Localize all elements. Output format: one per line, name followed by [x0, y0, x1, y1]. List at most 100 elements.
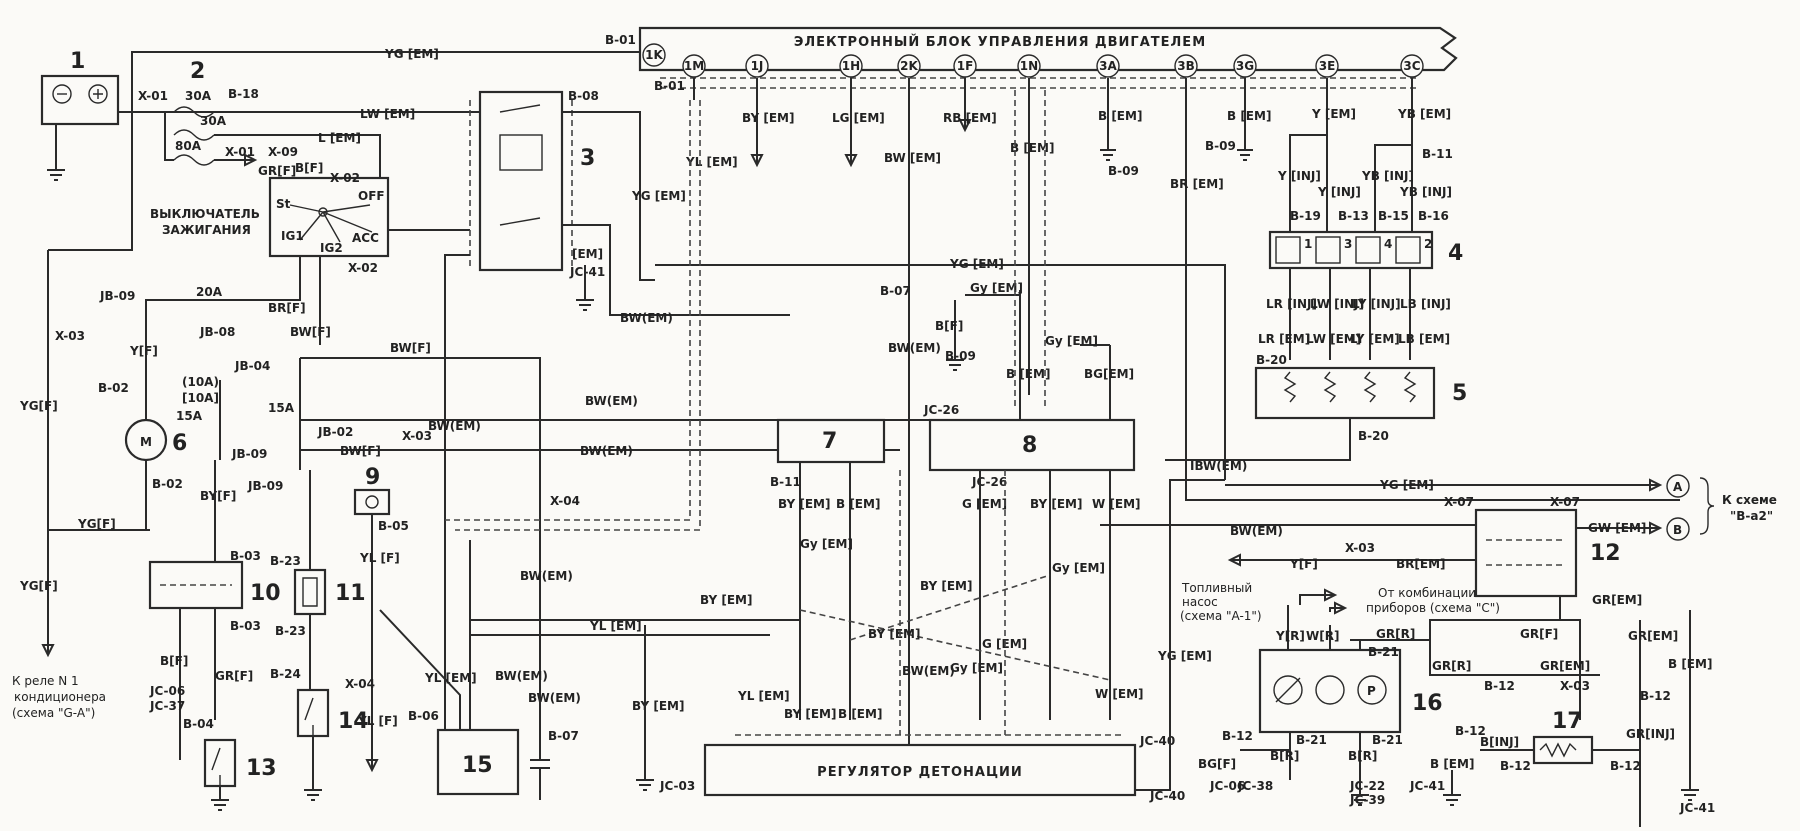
svg-text:[10A]: [10A] [182, 391, 219, 405]
svg-text:X-07: X-07 [1550, 495, 1580, 509]
svg-text:1N: 1N [1020, 59, 1038, 73]
component-7 [776, 418, 886, 464]
svg-text:Gy [EM]: Gy [EM] [970, 281, 1023, 295]
svg-text:3B: 3B [1177, 59, 1195, 73]
svg-text:BW(EM): BW(EM) [888, 341, 941, 355]
svg-text:B-12: B-12 [1500, 759, 1531, 773]
svg-text:W [EM]: W [EM] [1095, 687, 1144, 701]
svg-text:BY [EM]: BY [EM] [1030, 497, 1082, 511]
svg-text:X-07: X-07 [1444, 495, 1474, 509]
svg-text:B-06: B-06 [408, 709, 439, 723]
svg-text:BW[F]: BW[F] [290, 325, 331, 339]
svg-text:BW(EM): BW(EM) [580, 444, 633, 458]
svg-text:B[F]: B[F] [295, 161, 323, 175]
cluster-note: От комбинации [1378, 586, 1476, 600]
svg-text:JC-40: JC-40 [1139, 734, 1175, 748]
ecu-pin-1H: 1H [839, 54, 863, 78]
svg-text:BY [EM]: BY [EM] [700, 593, 752, 607]
svg-text:GR[EM]: GR[EM] [1540, 659, 1590, 673]
ecu-pin-3E: 3E [1315, 54, 1339, 78]
svg-text:W [EM]: W [EM] [1092, 497, 1141, 511]
svg-text:Gy [EM]: Gy [EM] [950, 661, 1003, 675]
svg-text:BW[F]: BW[F] [340, 444, 381, 458]
svg-text:Y[F]: Y[F] [1289, 557, 1318, 571]
svg-text:Gy [EM]: Gy [EM] [1052, 561, 1105, 575]
svg-text:X-03: X-03 [1560, 679, 1590, 693]
svg-text:B-03: B-03 [230, 549, 261, 563]
ecu-pin-3C: 3C [1400, 54, 1424, 78]
svg-text:X-04: X-04 [345, 677, 375, 691]
svg-text:GW [EM]: GW [EM] [1588, 521, 1646, 535]
svg-text:B-12: B-12 [1610, 759, 1641, 773]
ecu-pin-3G: 3G [1233, 54, 1257, 78]
component-11-label: 11 [335, 581, 366, 606]
component-16 [1258, 648, 1402, 734]
svg-text:1K: 1K [645, 48, 663, 62]
svg-text:B-16: B-16 [1418, 209, 1449, 223]
svg-text:Y[R]: Y[R] [1275, 629, 1305, 643]
svg-text:YB [INJ]: YB [INJ] [1361, 169, 1414, 183]
svg-text:GR[EM]: GR[EM] [1628, 629, 1678, 643]
ref-scheme-label: К схеме [1722, 493, 1777, 507]
injector-3: 3 [1315, 236, 1352, 264]
svg-text:B [EM]: B [EM] [1010, 141, 1054, 155]
svg-text:BW(EM): BW(EM) [902, 664, 955, 678]
svg-text:YG[F]: YG[F] [19, 399, 58, 413]
svg-text:B [EM]: B [EM] [836, 497, 880, 511]
svg-text:B[R]: B[R] [1348, 749, 1377, 763]
svg-text:GR[EM]: GR[EM] [1592, 593, 1642, 607]
svg-text:JC-26: JC-26 [971, 475, 1007, 489]
svg-text:1F: 1F [957, 59, 974, 73]
ecu-pin-1J: 1J [745, 54, 769, 78]
svg-text:1: 1 [1304, 237, 1312, 251]
svg-text:B-23: B-23 [275, 624, 306, 638]
component-7-label: 7 [822, 429, 837, 454]
svg-text:1J: 1J [751, 59, 764, 73]
component-11 [293, 568, 327, 616]
svg-text:LY [INJ]: LY [INJ] [1352, 297, 1401, 311]
svg-text:B-21: B-21 [1296, 733, 1327, 747]
injector-1: 1 [1275, 236, 1312, 264]
injector-2: 2 [1395, 236, 1432, 264]
ignitor [436, 728, 520, 796]
svg-text:(схема "G-A"): (схема "G-A") [12, 706, 95, 720]
component-9-label: 9 [365, 465, 380, 490]
em-label: [EM] [572, 247, 603, 261]
svg-text:BY [EM]: BY [EM] [742, 111, 794, 125]
svg-text:80A: 80A [175, 139, 202, 153]
svg-text:B-20: B-20 [1358, 429, 1389, 443]
svg-text:BW(EM): BW(EM) [585, 394, 638, 408]
component-14-label: 14 [338, 709, 369, 734]
svg-text:4: 4 [1384, 237, 1392, 251]
svg-text:YL [EM]: YL [EM] [685, 155, 738, 169]
svg-text:B [EM]: B [EM] [1430, 757, 1474, 771]
svg-text:B [EM]: B [EM] [1006, 367, 1050, 381]
svg-text:Y [INJ]: Y [INJ] [1277, 169, 1321, 183]
svg-text:B-15: B-15 [1378, 209, 1409, 223]
component-10-label: 10 [250, 581, 281, 606]
fuel-pump-relay [1474, 508, 1578, 598]
svg-text:BR [EM]: BR [EM] [1170, 177, 1224, 191]
svg-text:B[INJ]: B[INJ] [1480, 735, 1519, 749]
svg-text:JC-26: JC-26 [923, 403, 959, 417]
svg-text:JC-38: JC-38 [1237, 779, 1273, 793]
svg-text:30A: 30A [200, 114, 227, 128]
svg-text:B-12: B-12 [1222, 729, 1253, 743]
ref-B: B [1666, 517, 1690, 541]
svg-text:YG [EM]: YG [EM] [384, 47, 439, 61]
svg-text:B [EM]: B [EM] [838, 707, 882, 721]
ecu-pin-1M: 1M [682, 54, 706, 78]
svg-text:B-07: B-07 [880, 284, 911, 298]
svg-text:B-18: B-18 [228, 87, 259, 101]
svg-text:GR[INJ]: GR[INJ] [1626, 727, 1675, 741]
svg-text:YL [EM]: YL [EM] [424, 671, 477, 685]
svg-text:Gy [EM]: Gy [EM] [1045, 334, 1098, 348]
svg-text:насос: насос [1182, 595, 1218, 609]
ecu-pin-3B: 3B [1174, 54, 1198, 78]
relay-note: К реле N 1 [12, 674, 79, 688]
svg-text:YG [EM]: YG [EM] [1157, 649, 1212, 663]
component-16-label: 16 [1412, 691, 1443, 716]
battery [40, 74, 120, 126]
svg-text:3C: 3C [1403, 59, 1420, 73]
